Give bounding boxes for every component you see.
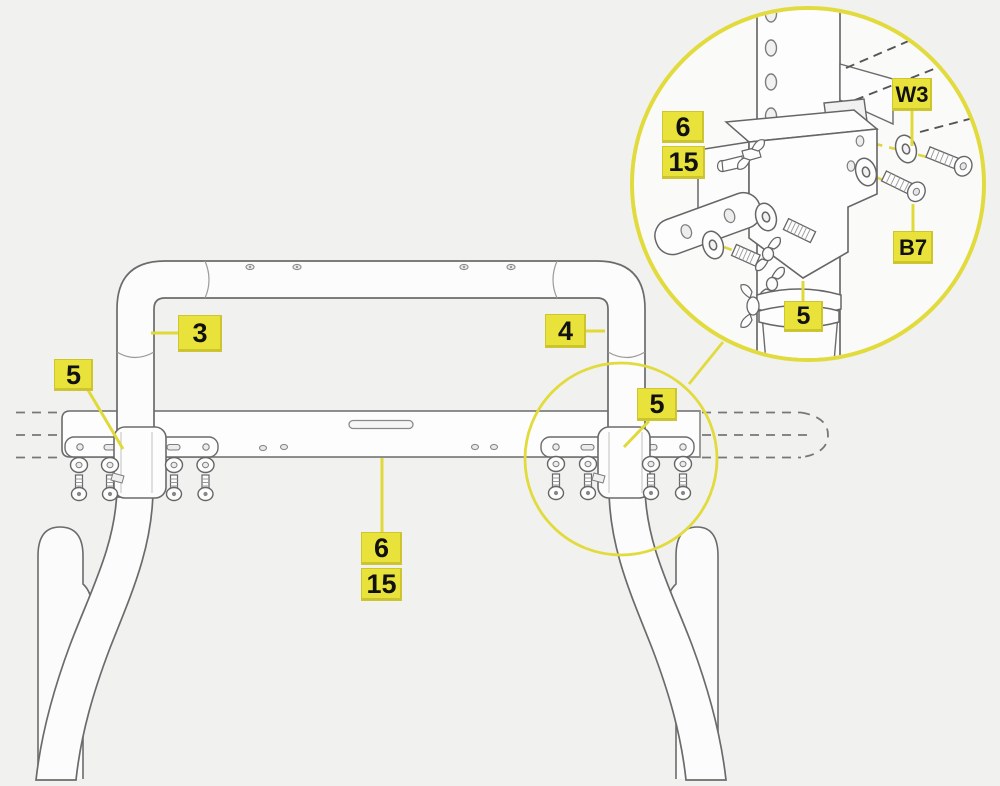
callout-w3: W3 (892, 78, 932, 111)
crossbar-slot (348, 419, 414, 430)
callout-3: 3 (178, 315, 222, 352)
inset-callout-5: 5 (784, 301, 823, 332)
inset-content (654, 10, 982, 358)
socket-bolt (925, 146, 973, 177)
inset-callout-6: 6 (662, 111, 704, 143)
crossbar-dashed-right (702, 411, 829, 459)
crossbar-dashed-left (16, 411, 60, 459)
tube-weld-arcs (116, 260, 646, 359)
callout-b7: B7 (893, 231, 933, 264)
crossbar-hardware (69, 455, 693, 502)
handle-u-tube (116, 260, 646, 498)
socket-bolt (880, 170, 926, 203)
callout-6: 6 (361, 532, 402, 565)
callout-4: 4 (545, 314, 586, 348)
detail-highlight-circle (523, 361, 719, 557)
callout-15: 15 (361, 568, 402, 601)
washer-bolt-sets (69, 455, 693, 502)
tube-clamps (113, 426, 651, 499)
callout-5-detail: 5 (637, 388, 677, 421)
callout-5-left: 5 (54, 359, 93, 391)
crossbar (16, 410, 829, 459)
detail-connector-line (687, 341, 725, 385)
inset-leader-lines (801, 111, 915, 302)
threaded-stud (730, 243, 762, 267)
shelf-corner (839, 63, 894, 126)
main-leader-lines (86, 329, 651, 533)
threaded-stud (782, 217, 817, 244)
top-tube-holes (245, 263, 516, 271)
inset-callout-15: 15 (662, 146, 705, 179)
lower-legs (35, 487, 727, 781)
flange-wingnut-bolt (716, 139, 765, 173)
crossbar-holes (258, 443, 499, 452)
